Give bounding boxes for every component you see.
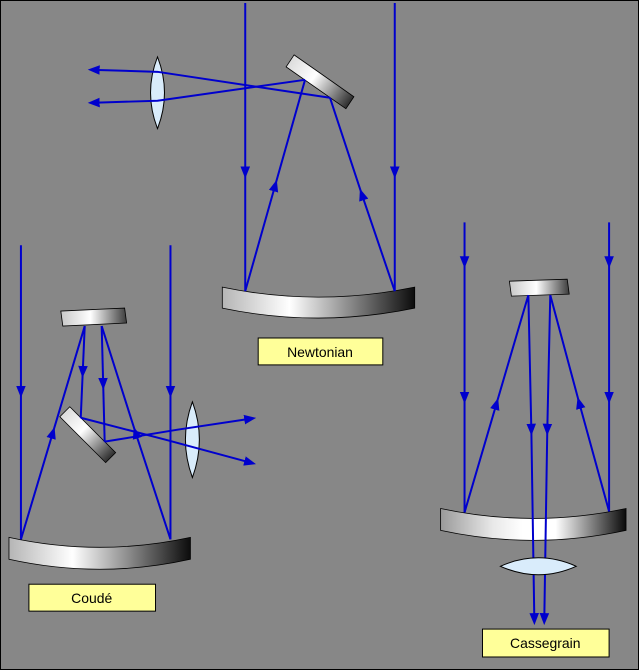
coude-label-text: Coudé bbox=[71, 590, 112, 606]
newtonian-reflected-ray-left bbox=[244, 79, 307, 292]
coude-telescope: Coudé bbox=[8, 245, 257, 612]
coude-exit-ray-lower bbox=[80, 416, 256, 466]
newtonian-eyepiece-ray-upper bbox=[87, 65, 331, 99]
coude-eyepiece-lens bbox=[185, 400, 200, 479]
coude-primary-mirror bbox=[8, 536, 191, 570]
coude-reflected-ray-left bbox=[19, 325, 86, 540]
cassegrain-reflected-ray-left bbox=[463, 294, 530, 513]
newtonian-eyepiece-lens bbox=[150, 55, 165, 131]
coude-diagonal-fold-mirror bbox=[59, 406, 117, 464]
newtonian-label: Newtonian bbox=[257, 337, 384, 366]
coude-secondary-mirror bbox=[60, 307, 128, 327]
cassegrain-eyepiece-lens bbox=[499, 557, 578, 576]
cassegrain-label-box bbox=[481, 628, 610, 658]
newtonian-reflected-ray-right bbox=[329, 97, 396, 292]
newtonian-secondary-diagonal-mirror bbox=[285, 54, 355, 110]
newtonian-label-text: Newtonian bbox=[287, 344, 353, 360]
coude-descending-ray-right bbox=[98, 326, 108, 442]
coude-label: Coudé bbox=[28, 583, 157, 612]
cassegrain-label-text: Cassegrain bbox=[510, 635, 581, 651]
newtonian-eyepiece-ray-lower bbox=[87, 78, 306, 108]
cassegrain-label: Cassegrain bbox=[481, 628, 610, 658]
newtonian-label-box bbox=[257, 337, 384, 366]
cassegrain-focal-ray-right bbox=[539, 295, 553, 626]
cassegrain-secondary-mirror bbox=[508, 278, 570, 297]
cassegrain-telescope: Cassegrain bbox=[440, 222, 627, 658]
cassegrain-reflected-ray-right bbox=[549, 294, 611, 512]
coude-label-box bbox=[28, 583, 157, 612]
cassegrain-focal-ray-left bbox=[526, 295, 540, 626]
coude-descending-ray-left bbox=[78, 325, 88, 418]
newtonian-primary-mirror bbox=[221, 286, 416, 319]
newtonian-telescope: Newtonian bbox=[87, 3, 416, 366]
coude-exit-ray-upper bbox=[104, 414, 257, 443]
